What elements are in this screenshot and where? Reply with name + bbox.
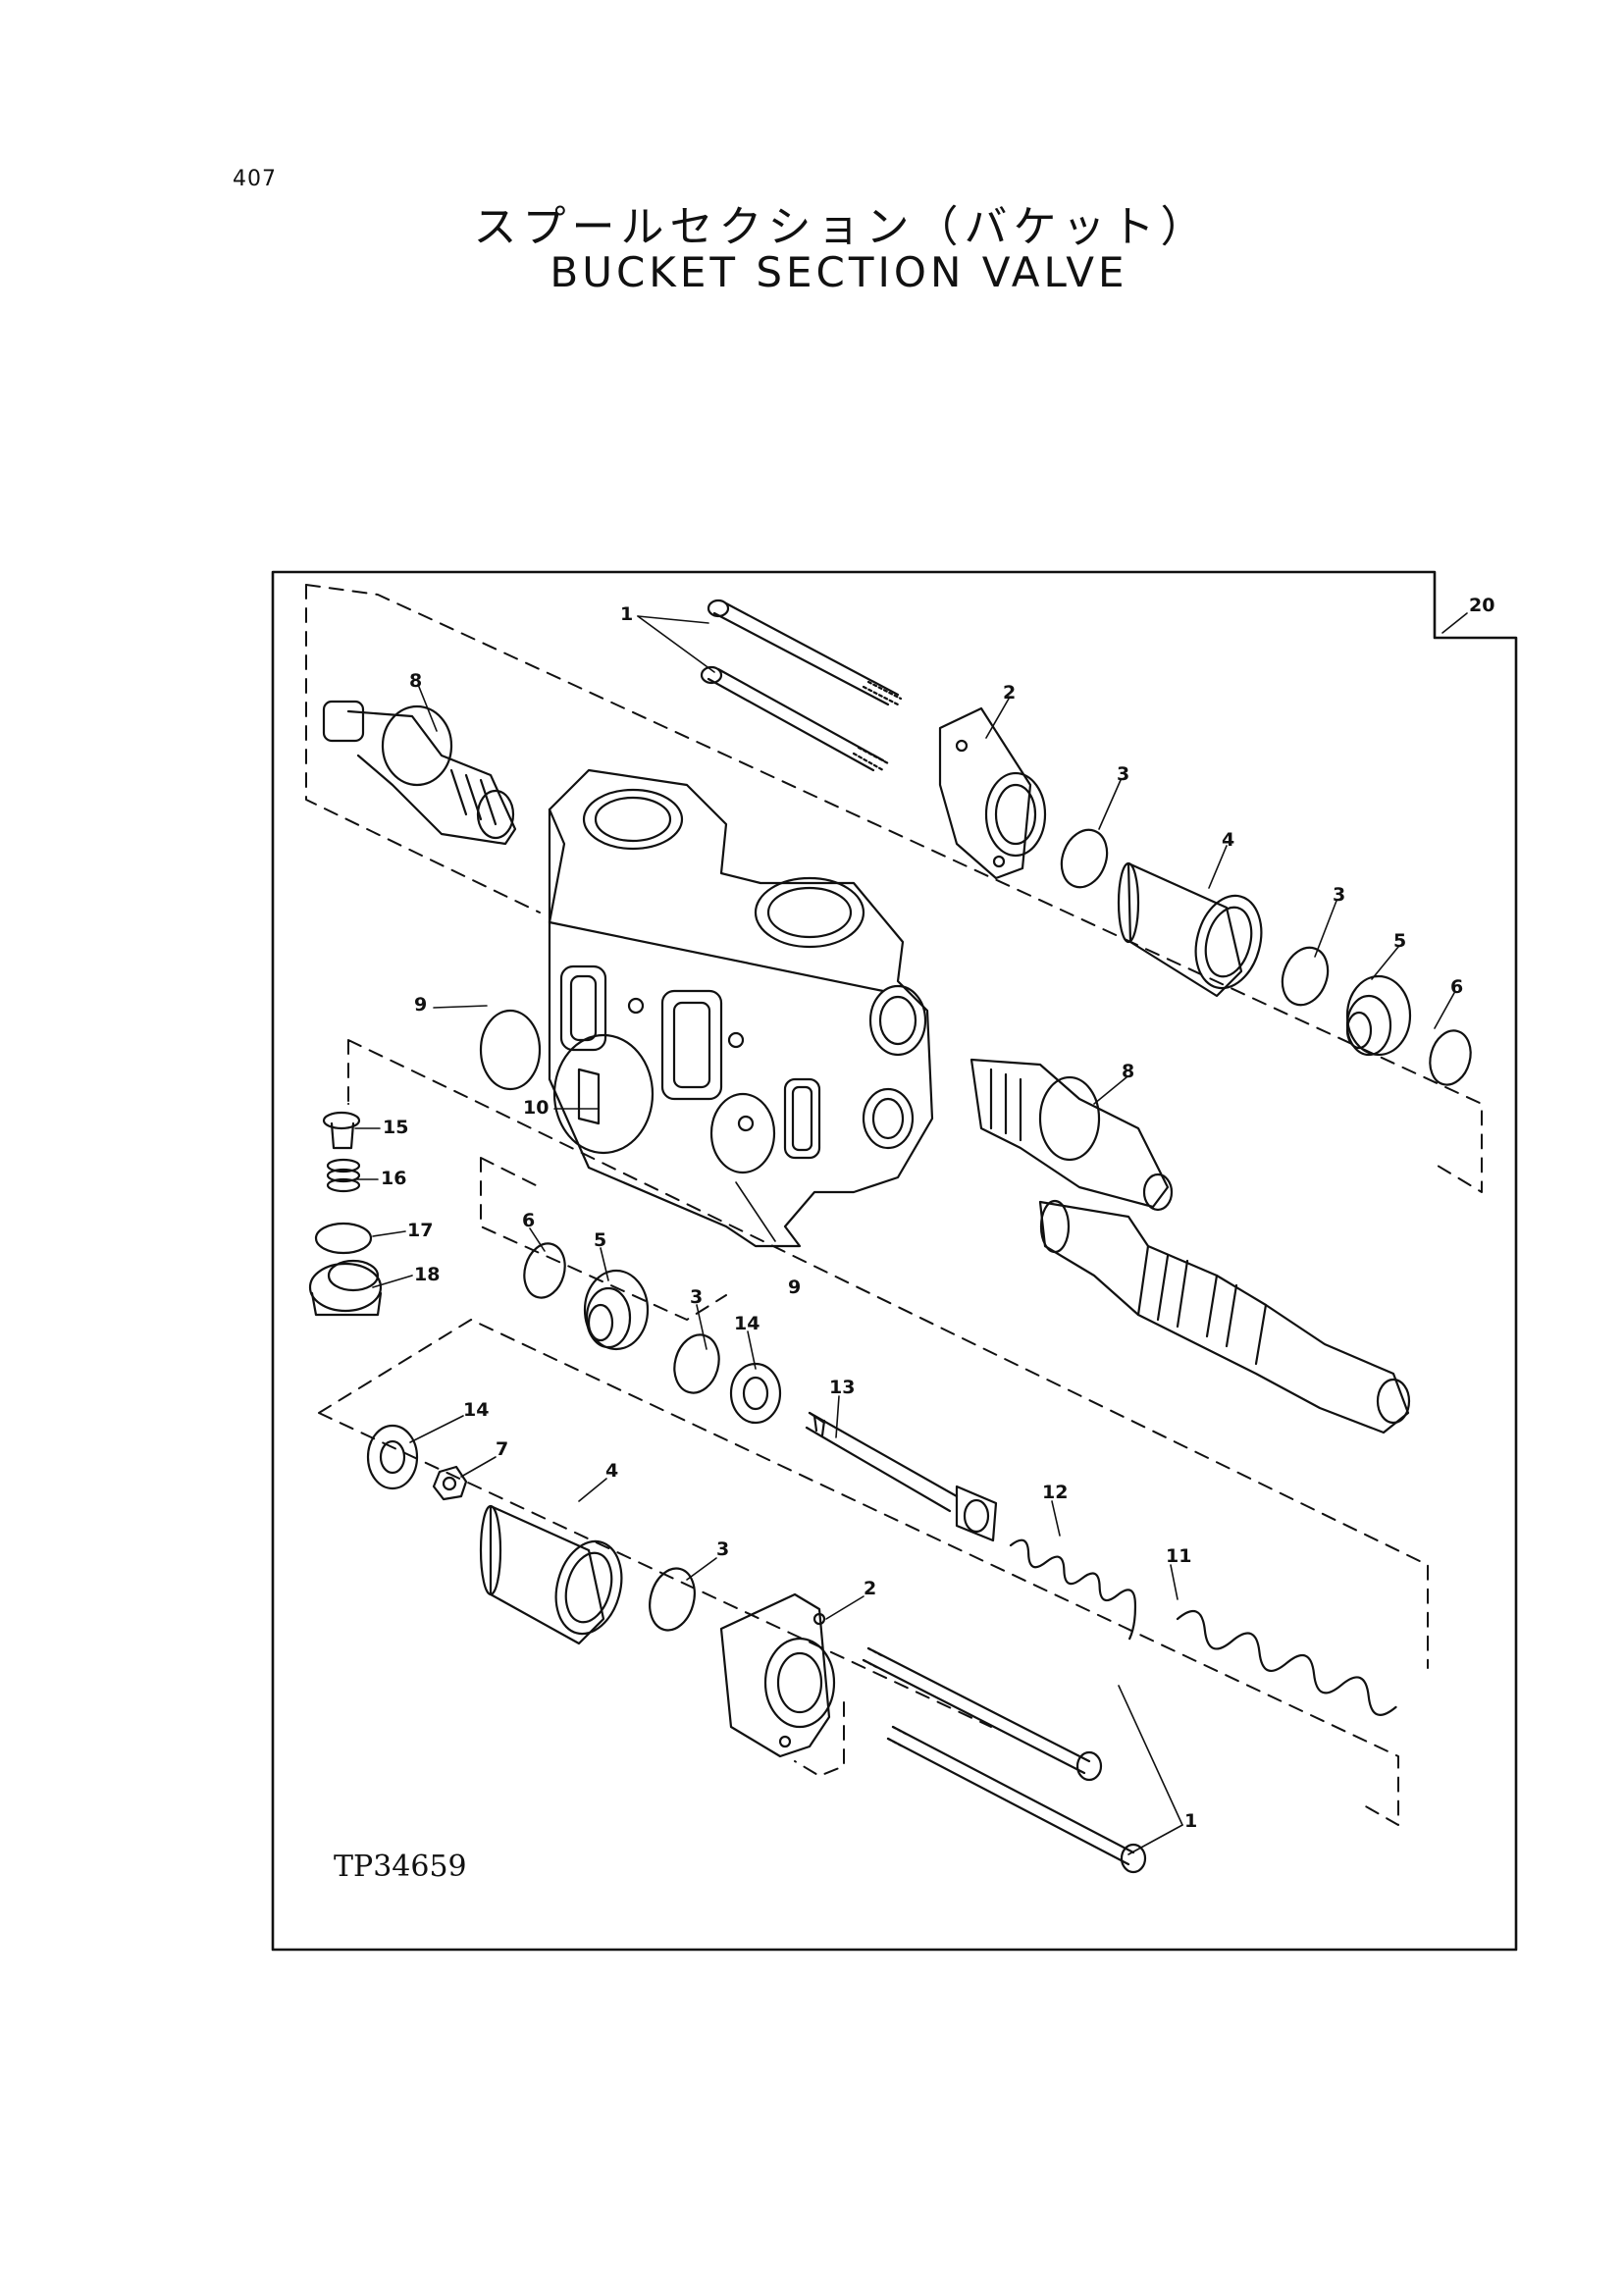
dashed-group-lines [305,584,1483,1826]
sleeve-top [1117,861,1263,998]
callout-9-left: 9 [414,994,427,1016]
plug-18 [308,1259,383,1317]
plate-10 [552,1033,655,1155]
group-outline-top [305,584,1483,1193]
stopper-bolt-13 [805,1411,998,1542]
callout-3-mid: 3 [1333,884,1345,906]
relief-valve-top [322,700,517,846]
callout-16: 16 [381,1168,406,1189]
callout-15: 15 [383,1117,408,1138]
callout-14-left: 14 [463,1399,489,1421]
callout-7: 7 [496,1438,508,1460]
callout-14-low: 14 [734,1313,760,1334]
callout-2-top: 2 [1003,682,1016,704]
flange-cover-top [938,706,1047,880]
callout-1-top: 1 [620,603,633,625]
page-number: 407 [233,167,277,191]
title-english: BUCKET SECTION VALVE [550,248,1128,296]
callout-6-low: 6 [522,1210,535,1231]
spring-16 [326,1158,361,1193]
callout-10: 10 [523,1097,549,1119]
callout-3-low: 3 [690,1286,703,1308]
spring-11 [1176,1609,1397,1716]
callout-13: 13 [829,1377,855,1398]
valve-body [548,768,934,1248]
diagram-frame [271,570,1518,1952]
cap-5-low [583,1269,650,1351]
relief-valve-mid [969,1058,1174,1212]
callout-4-low: 4 [605,1460,618,1482]
sleeve-low [479,1504,623,1645]
o-ring-3-low [673,1333,720,1394]
callout-5-low: 5 [594,1229,606,1251]
leader-lines [354,612,1468,1855]
callout-9-low: 9 [788,1277,801,1298]
o-ring-3-bot [649,1567,696,1632]
callout-18: 18 [414,1264,440,1285]
tie-bolts-bottom [862,1646,1147,1874]
o-ring-17 [314,1222,373,1255]
callout-20: 20 [1469,595,1494,616]
nut-7 [432,1465,468,1501]
cap-top [1345,974,1412,1057]
flange-cover-low [719,1592,836,1758]
o-ring-9-left [479,1009,542,1091]
callout-4-top: 4 [1222,829,1234,851]
washer-14-left [366,1424,419,1490]
callout-6-top: 6 [1450,976,1463,998]
spring-12 [1009,1538,1137,1641]
o-ring-6-low [523,1242,566,1299]
callout-2-bot: 2 [864,1578,876,1599]
callout-3-bot: 3 [716,1538,729,1560]
callout-labels: 1 2 3 4 3 5 6 20 8 8 9 10 9 15 16 17 18 … [381,595,1494,1832]
group-outline-mid [347,1039,1429,1669]
callout-8-top: 8 [409,670,422,692]
callout-11: 11 [1166,1545,1191,1567]
group-outline-bottom [794,1701,845,1777]
washer-14-low [729,1362,782,1425]
group-outline-low [318,1319,1399,1826]
o-ring-small-top [1429,1029,1472,1086]
callout-8-mid: 8 [1122,1061,1134,1082]
callout-12: 12 [1042,1482,1068,1503]
plug-15 [322,1111,361,1150]
callout-17: 17 [407,1220,433,1241]
callout-3-top: 3 [1117,763,1129,785]
title-japanese: スプールセクション（バケット） [473,202,1210,252]
tie-bolts-top [700,599,903,772]
o-ring-top-2 [1281,946,1330,1007]
o-ring-top-1 [1060,828,1109,889]
callout-5-top: 5 [1393,930,1406,952]
group-outline-small [480,1157,727,1321]
figure-code: TP34659 [334,1850,467,1884]
spool [1038,1199,1411,1434]
callout-1-bot: 1 [1184,1810,1197,1832]
o-ring-9-low [709,1092,776,1174]
